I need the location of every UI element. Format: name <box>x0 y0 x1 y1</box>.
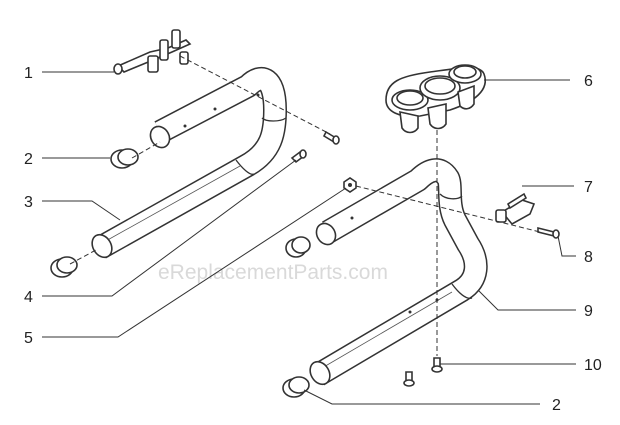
screw-left-upper <box>322 130 340 145</box>
callout-2-upper: 2 <box>24 151 33 168</box>
callout-9: 9 <box>584 303 593 320</box>
screw-part-4 <box>290 149 307 164</box>
callout-5: 5 <box>24 330 33 347</box>
callout-1: 1 <box>24 65 33 82</box>
end-cap-lower-right <box>282 376 310 398</box>
assembly-line-3 <box>69 249 97 265</box>
cup-holder-part-6 <box>385 64 487 134</box>
top-bracket-part <box>113 29 192 75</box>
end-cap-lower-left <box>50 256 78 278</box>
leader-4 <box>42 159 297 297</box>
end-cap-upper-right <box>285 236 311 258</box>
leader-9 <box>477 289 576 311</box>
clamp-part-7 <box>495 192 536 226</box>
nut-part-5 <box>343 177 357 193</box>
leader-8 <box>557 235 576 257</box>
end-cap-upper-left <box>110 148 139 169</box>
callout-7: 7 <box>584 179 593 196</box>
callout-6: 6 <box>584 73 593 90</box>
callout-8: 8 <box>584 249 593 266</box>
callout-10: 10 <box>584 357 602 374</box>
leader-2b <box>303 389 540 405</box>
screw-bottom-extra <box>403 371 415 387</box>
callout-3: 3 <box>24 194 33 211</box>
screw-part-10 <box>431 357 443 373</box>
assembly-line-2 <box>131 141 161 159</box>
watermark-text: eReplacementParts.com <box>158 261 388 284</box>
callout-4: 4 <box>24 289 33 306</box>
leader-3 <box>42 200 121 221</box>
left-handle-tube <box>91 67 287 259</box>
callout-2-lower: 2 <box>552 397 561 414</box>
assembly-line-1 <box>179 55 331 135</box>
screw-part-8 <box>537 226 560 239</box>
leader-5 <box>42 187 347 338</box>
right-handle-tube <box>309 158 488 386</box>
